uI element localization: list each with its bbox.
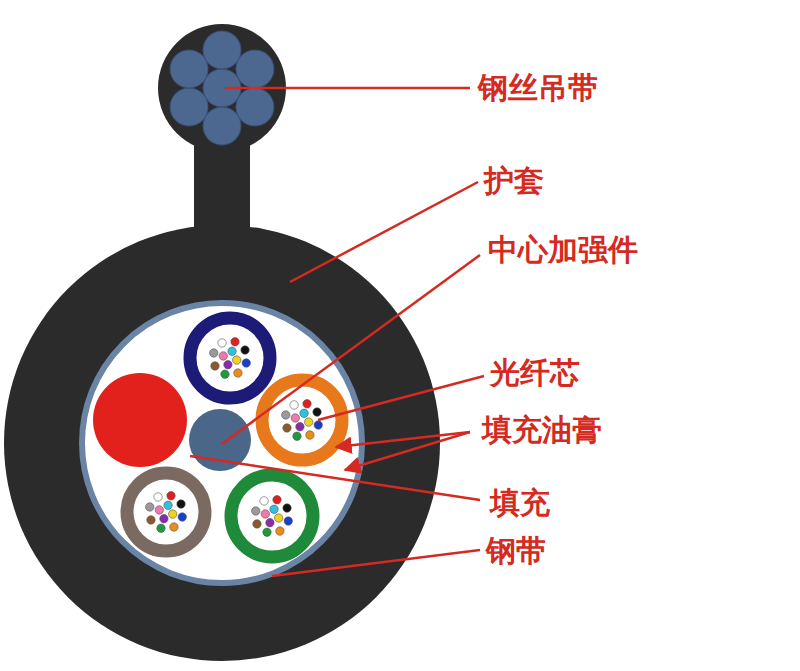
cable-part	[157, 524, 165, 532]
neck	[194, 140, 250, 230]
cable-part	[228, 347, 236, 355]
cable-part	[155, 506, 163, 514]
cable-part	[203, 31, 241, 69]
cable-part	[146, 503, 154, 511]
cable-part	[274, 514, 282, 522]
cable-part	[177, 500, 185, 508]
leader-line	[272, 550, 480, 576]
cable-part	[170, 88, 208, 126]
cable-part	[234, 369, 242, 377]
cable-part	[282, 411, 290, 419]
cable-part	[236, 50, 274, 88]
cable-part	[203, 107, 241, 145]
cable-part	[296, 422, 304, 430]
cable-part	[283, 504, 291, 512]
part-label: 钢丝吊带	[478, 70, 598, 106]
cable-part	[306, 431, 314, 439]
leader-line	[318, 376, 484, 420]
cable-part	[253, 520, 261, 528]
cable-part	[260, 497, 268, 505]
cable-part	[170, 50, 208, 88]
cable-part	[231, 338, 239, 346]
cable-part	[270, 505, 278, 513]
cable-part	[262, 380, 342, 460]
part-label: 填充	[490, 485, 550, 521]
cable-part	[304, 418, 312, 426]
cable-part	[219, 352, 227, 360]
part-label: 护套	[484, 163, 544, 199]
cable-part	[314, 421, 322, 429]
part-label: 中心加强件	[488, 232, 638, 268]
part-label: 填充油膏	[482, 412, 602, 448]
cable-part	[221, 370, 229, 378]
cable-part	[242, 359, 250, 367]
leader-line	[290, 182, 478, 282]
cable-part	[276, 527, 284, 535]
cable-part	[291, 414, 299, 422]
cable-part	[178, 513, 186, 521]
cable-part	[210, 349, 218, 357]
cable-part	[154, 493, 162, 501]
cable-part	[263, 528, 271, 536]
cable-part	[261, 510, 269, 518]
cable-part	[190, 318, 270, 398]
part-label: 光纤芯	[490, 355, 580, 391]
cable-part	[273, 496, 281, 504]
leader-line	[190, 456, 480, 500]
cable-part	[211, 362, 219, 370]
cable-part	[170, 523, 178, 531]
cable-part	[252, 507, 260, 515]
cable-part	[167, 492, 175, 500]
red-filler	[93, 373, 187, 467]
cable-part	[218, 339, 226, 347]
cable-part	[164, 501, 172, 509]
cable-part	[241, 346, 249, 354]
cable-part	[300, 409, 308, 417]
cable-part	[284, 517, 292, 525]
cable-part	[231, 475, 313, 557]
cable-part	[313, 408, 321, 416]
leader-line	[222, 255, 480, 444]
cable-part	[266, 518, 274, 526]
part-label: 钢带	[486, 533, 546, 569]
cable-part	[283, 424, 291, 432]
cable-part	[293, 432, 301, 440]
cable-part	[168, 510, 176, 518]
leader-line	[345, 432, 470, 470]
loose-tubes	[127, 318, 342, 557]
cable-part	[236, 88, 274, 126]
leader-line	[225, 87, 470, 90]
cable-part	[160, 514, 168, 522]
cable-part	[303, 400, 311, 408]
cable-part	[232, 356, 240, 364]
cable-part	[290, 401, 298, 409]
cable-part	[127, 473, 205, 551]
cable-part	[147, 516, 155, 524]
leader-line	[336, 432, 470, 447]
cable-part	[224, 360, 232, 368]
